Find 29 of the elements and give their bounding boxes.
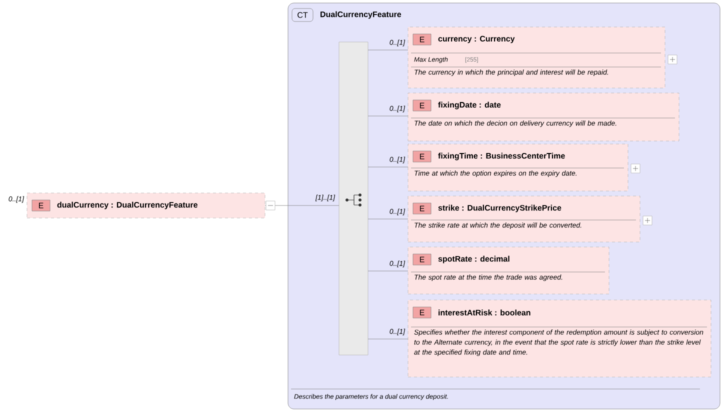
- connector-line: [368, 218, 408, 220]
- element-title: dualCurrency : DualCurrencyFeature: [57, 202, 198, 210]
- element-badge: E: [412, 254, 432, 266]
- element-box: [408, 26, 666, 88]
- type-title: DualCurrencyFeature: [320, 11, 402, 19]
- element-badge: E: [412, 34, 432, 46]
- connector-line: [368, 166, 408, 168]
- element-badge: E: [412, 202, 432, 214]
- element-badge: E: [412, 150, 432, 162]
- sequence-bar: [338, 42, 368, 356]
- element-box: [8, 192, 266, 218]
- element-title: currency : Currency: [438, 36, 515, 44]
- element-box: [408, 196, 640, 242]
- element-title: interestAtRisk : boolean: [438, 310, 530, 316]
- element-title: fixingTime : BusinessCenterTime: [438, 152, 565, 160]
- element-box: [408, 246, 610, 294]
- element-box: [408, 144, 628, 192]
- connector-line: [264, 205, 340, 206]
- type-badge: CT: [292, 8, 314, 22]
- element-title: spotRate : decimal: [438, 256, 510, 264]
- element-badge: E: [32, 200, 50, 212]
- connector-line: [368, 270, 408, 272]
- element-box: [408, 300, 712, 378]
- element-title: fixingDate : date: [438, 102, 501, 110]
- element-box: [408, 92, 680, 142]
- element-badge: E: [412, 306, 432, 318]
- element-title: strike : DualCurrencyStrikePrice: [438, 204, 562, 212]
- element-badge: E: [412, 100, 432, 112]
- connector-line: [368, 338, 408, 340]
